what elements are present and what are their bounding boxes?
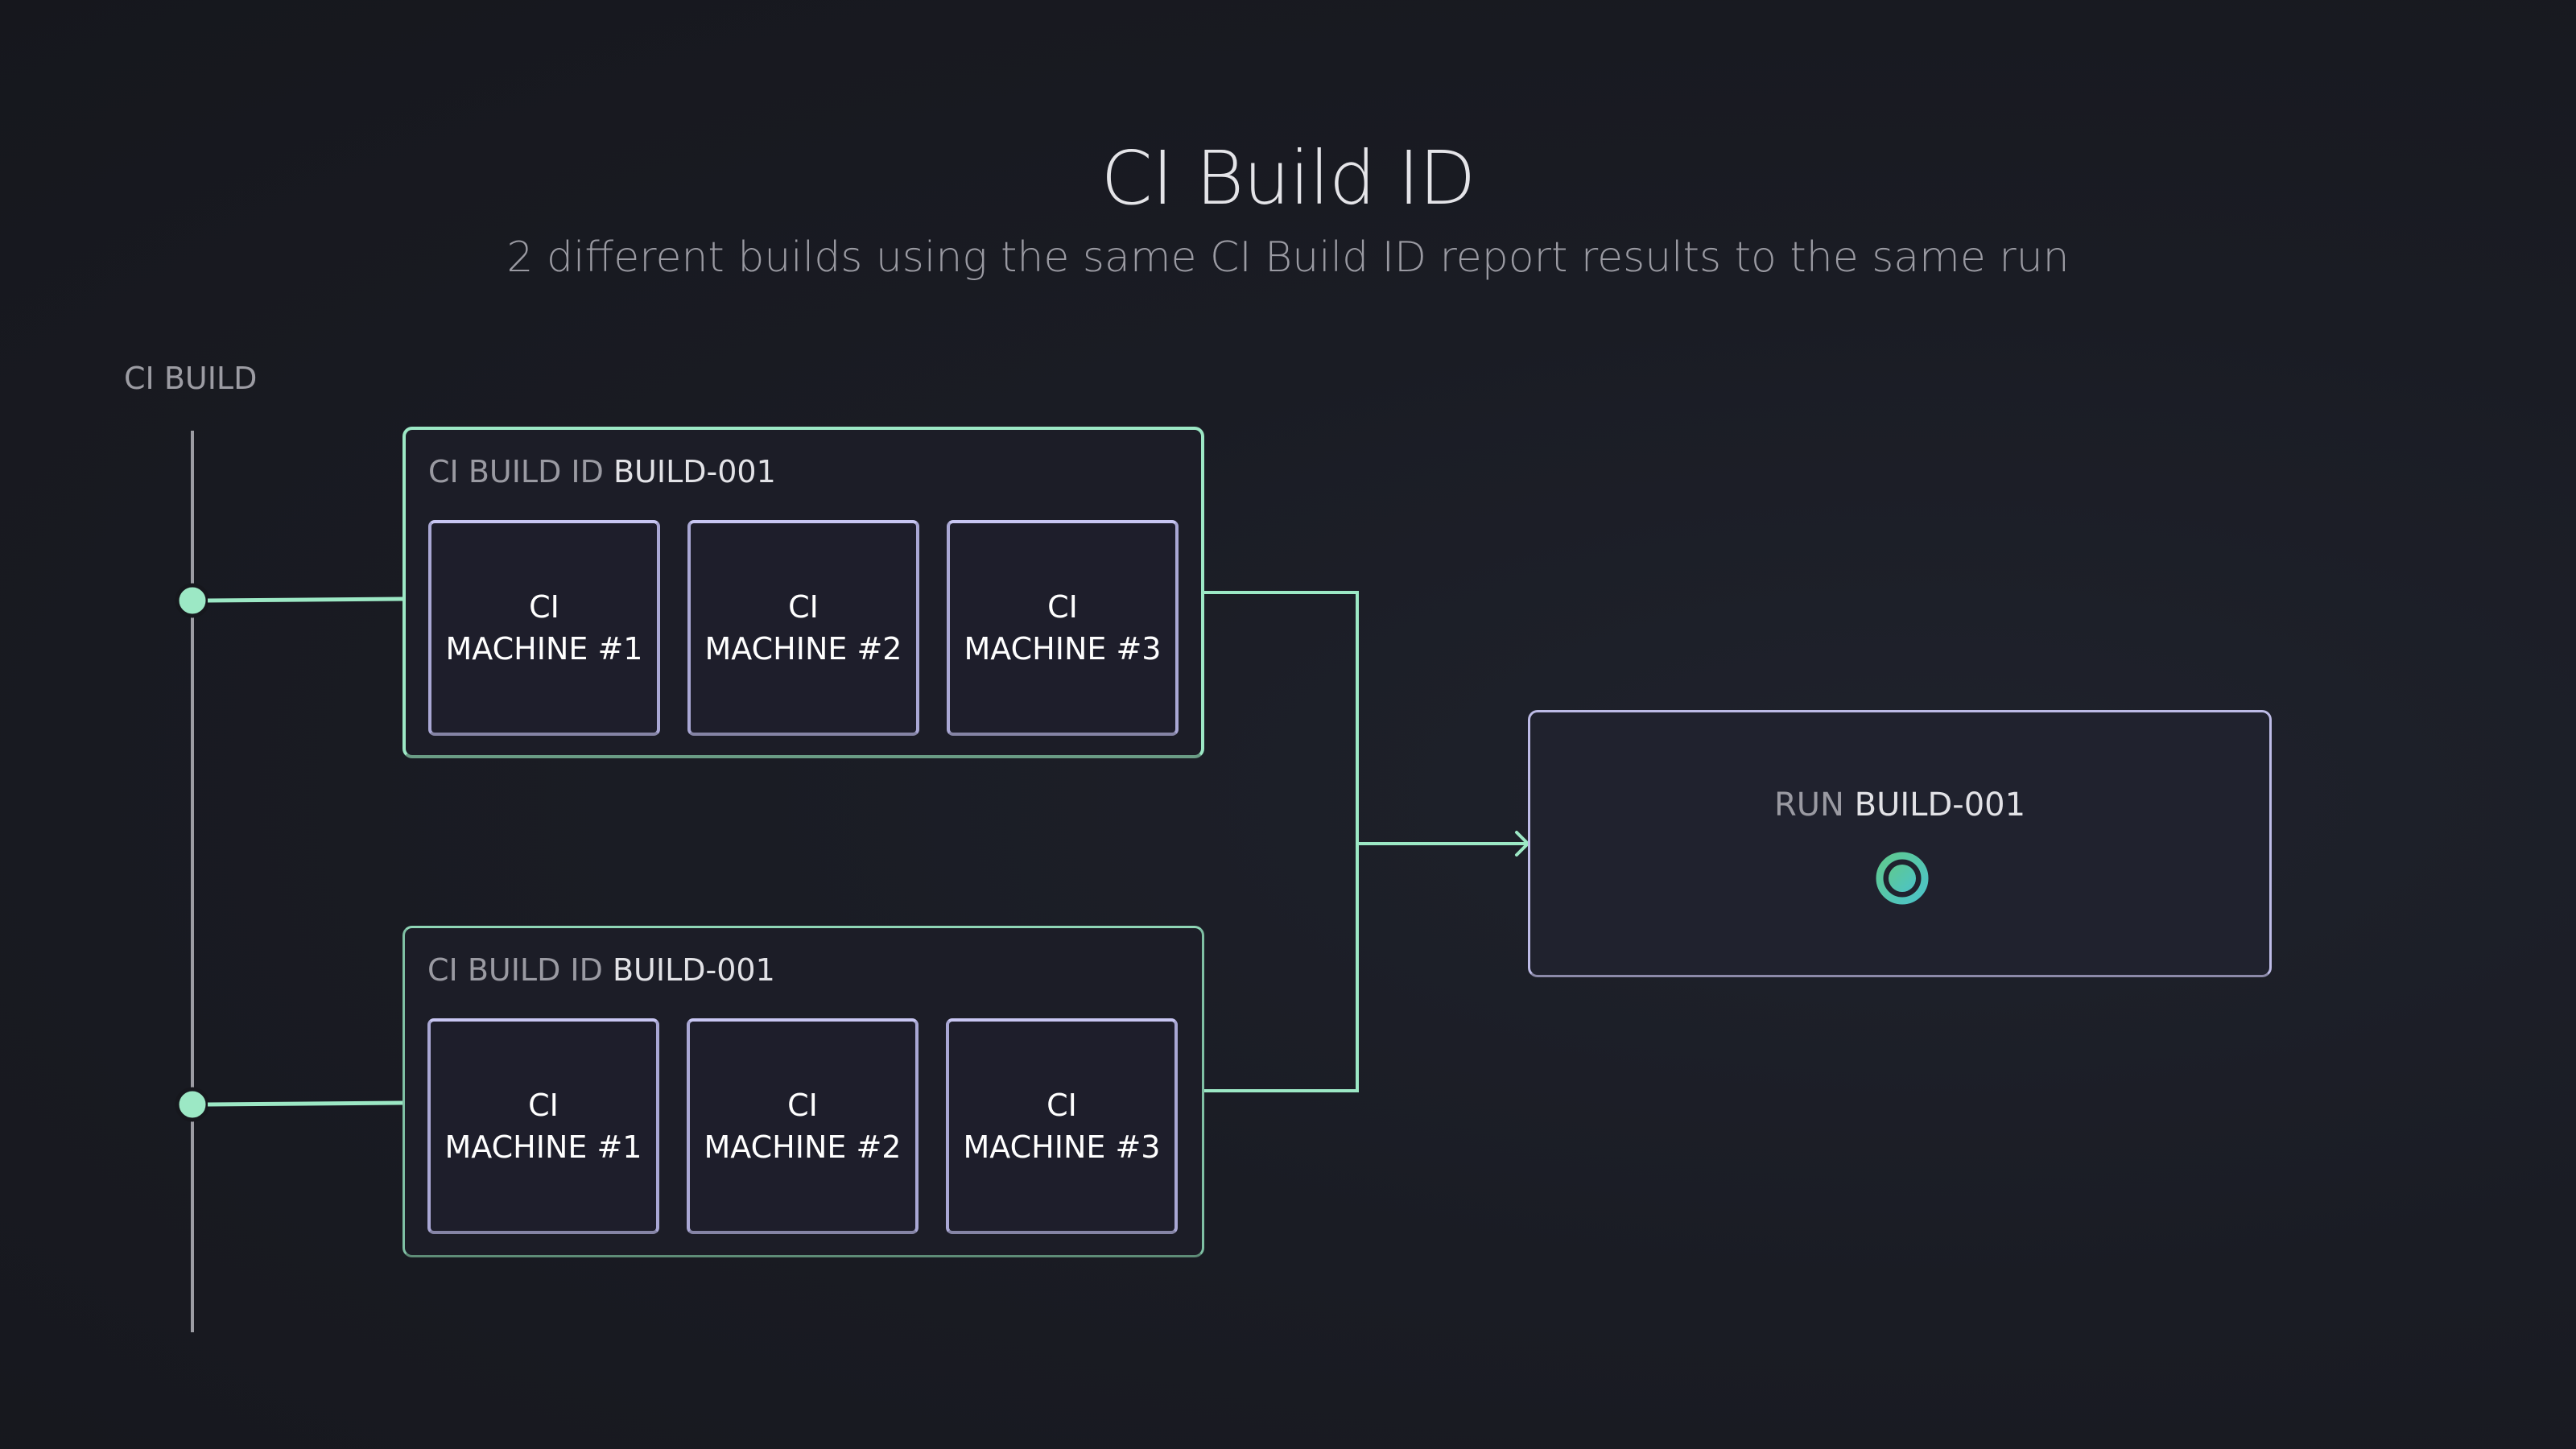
machine-line1: CI bbox=[787, 1088, 818, 1123]
build-id-label: CI BUILD ID BUILD-001 bbox=[428, 454, 776, 489]
build-group-2[interactable]: CI BUILD ID BUILD-001 CI MACHINE #1 CI M… bbox=[402, 926, 1204, 1257]
machine-line2: MACHINE #1 bbox=[445, 631, 643, 667]
ci-machine-2[interactable]: CI MACHINE #2 bbox=[687, 1018, 919, 1234]
machine-line2: MACHINE #3 bbox=[964, 631, 1162, 667]
machine-line2: MACHINE #3 bbox=[963, 1129, 1161, 1165]
ci-machine-2[interactable]: CI MACHINE #2 bbox=[687, 520, 919, 736]
machine-line2: MACHINE #1 bbox=[444, 1129, 642, 1165]
ci-machine-1[interactable]: CI MACHINE #1 bbox=[428, 520, 660, 736]
machine-line2: MACHINE #2 bbox=[704, 631, 902, 667]
page-subtitle: 2 different builds using the same CI Bui… bbox=[506, 233, 2070, 282]
build-id-key: CI BUILD ID bbox=[428, 454, 604, 489]
timeline-node-2[interactable] bbox=[175, 1087, 210, 1122]
build-id-value: BUILD-001 bbox=[612, 952, 775, 988]
timeline-label: CI BUILD bbox=[124, 361, 258, 396]
machine-line1: CI bbox=[529, 589, 559, 625]
node-connector-1 bbox=[207, 597, 403, 603]
build-group-1[interactable]: CI BUILD ID BUILD-001 CI MACHINE #1 CI M… bbox=[402, 427, 1204, 758]
ci-machine-3[interactable]: CI MACHINE #3 bbox=[947, 520, 1179, 736]
run-value: BUILD-001 bbox=[1854, 786, 2026, 824]
build-id-value: BUILD-001 bbox=[613, 454, 776, 489]
run-box[interactable]: RUN BUILD-001 bbox=[1528, 710, 2272, 977]
run-key: RUN bbox=[1773, 786, 1844, 824]
ci-machine-3[interactable]: CI MACHINE #3 bbox=[946, 1018, 1178, 1234]
group-1-to-run-line bbox=[1204, 591, 1359, 844]
status-ring-icon bbox=[1876, 852, 1929, 905]
machine-line1: CI bbox=[1046, 1088, 1077, 1123]
build-id-label: CI BUILD ID BUILD-001 bbox=[427, 952, 775, 988]
ci-machine-1[interactable]: CI MACHINE #1 bbox=[427, 1018, 659, 1234]
group-2-to-run-line bbox=[1204, 844, 1359, 1092]
build-id-key: CI BUILD ID bbox=[427, 952, 603, 988]
page-title: CI Build ID bbox=[1100, 135, 1476, 221]
timeline-node-1[interactable] bbox=[175, 583, 210, 618]
machine-line1: CI bbox=[528, 1088, 559, 1123]
run-label: RUN BUILD-001 bbox=[1530, 786, 2269, 824]
node-connector-2 bbox=[207, 1100, 403, 1107]
machine-line1: CI bbox=[1047, 589, 1078, 625]
machine-line2: MACHINE #2 bbox=[704, 1129, 902, 1165]
machine-line1: CI bbox=[788, 589, 819, 625]
